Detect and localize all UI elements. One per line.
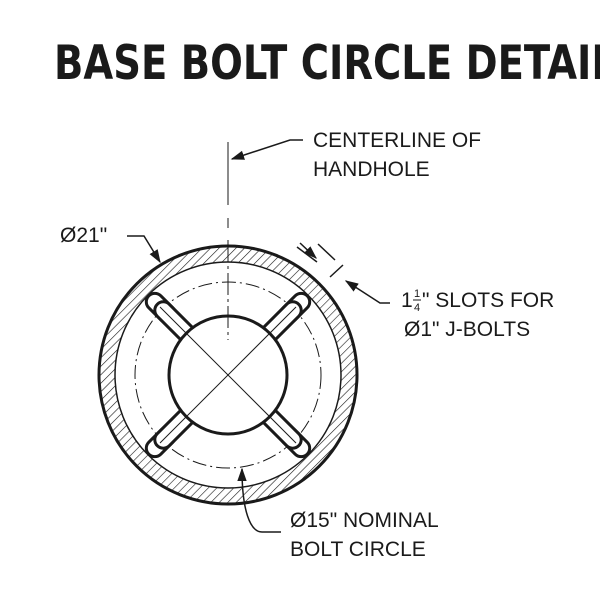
outer-diameter-label: Ø21" — [60, 224, 107, 247]
slots-label-line2: Ø1" J-BOLTS — [404, 318, 530, 341]
drawing-title: BASE BOLT CIRCLE DETAIL — [54, 36, 600, 91]
slots-label-frac-den: 4 — [414, 302, 420, 314]
bolt-circle-label-line1: Ø15" NOMINAL — [290, 509, 439, 532]
center-lines — [159, 142, 297, 444]
slots-label-line1: " SLOTS FOR — [422, 289, 554, 312]
slots-label-whole: 1 — [401, 289, 413, 312]
bolt-circle-label-line2: BOLT CIRCLE — [290, 538, 426, 561]
centerline-label-line2: HANDHOLE — [313, 158, 430, 181]
slot-dimension — [296, 242, 390, 304]
centerline-leader — [230, 139, 303, 160]
slots-label-frac-num: 1 — [414, 288, 420, 300]
bolt-circle-leader — [237, 467, 281, 533]
centerline-label-line1: CENTERLINE OF — [313, 129, 481, 152]
outer-diameter-leader — [127, 235, 161, 264]
